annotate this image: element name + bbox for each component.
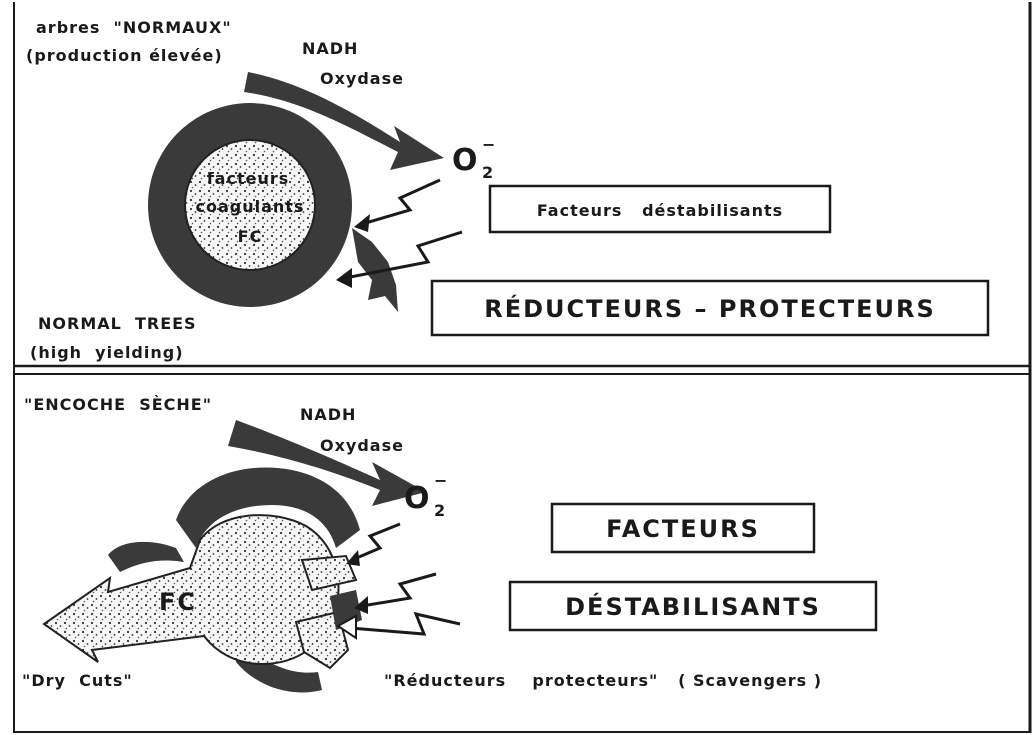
bottom-enzyme-line2: Oxydase [320,436,404,455]
bottom-bolt-2 [362,574,436,606]
bottom-superoxide-sub: 2 [434,501,446,520]
bottom-superoxide: O [404,481,432,516]
top-enzyme-line1: NADH [302,39,358,58]
top-core-line3: FC [238,227,263,246]
bottom-bolt-3 [350,614,460,634]
bottom-label-reducteurs: "Réducteurs protecteurs" ( Scavengers ) [384,671,822,690]
bottom-facteurs-text: FACTEURS [606,515,760,543]
top-reducteurs-text: RÉDUCTEURS – PROTECTEURS [484,294,936,323]
top-label-fr-line2: (production élevée) [26,46,223,65]
bottom-destab-text: DÉSTABILISANTS [565,592,821,621]
top-bolt-2-head [336,268,352,288]
top-enzyme-line2: Oxydase [320,69,404,88]
bottom-panel: "ENCOCHE SÈCHE" NADH Oxydase FC O − 2 FA… [22,395,876,692]
top-superoxide-sup: − [482,135,496,154]
bottom-ring-fragment-left [108,542,184,572]
bottom-core-label: FC [159,588,197,616]
top-bolt-1-head [354,214,370,232]
top-label-en-line2: (high yielding) [30,343,184,362]
top-superoxide-sub: 2 [482,163,494,182]
bottom-label-en: "Dry Cuts" [22,671,133,690]
top-panel: arbres "NORMAUX" (production élevée) NAD… [26,18,988,362]
top-core-line1: facteurs [207,169,290,188]
bottom-label-fr: "ENCOCHE SÈCHE" [24,395,212,414]
bottom-fragment-1 [302,556,356,590]
top-superoxide: O [452,143,480,178]
top-bolt-1 [362,180,440,224]
top-label-en-line1: NORMAL TREES [38,314,197,333]
top-core-line2: coagulants [196,197,305,216]
top-destab-text: Facteurs déstabilisants [537,201,783,220]
bottom-bolt-1-head [346,550,360,566]
bottom-enzyme-line1: NADH [300,405,356,424]
top-label-fr-line1: arbres "NORMAUX" [36,18,232,37]
bottom-superoxide-sup: − [434,471,448,490]
